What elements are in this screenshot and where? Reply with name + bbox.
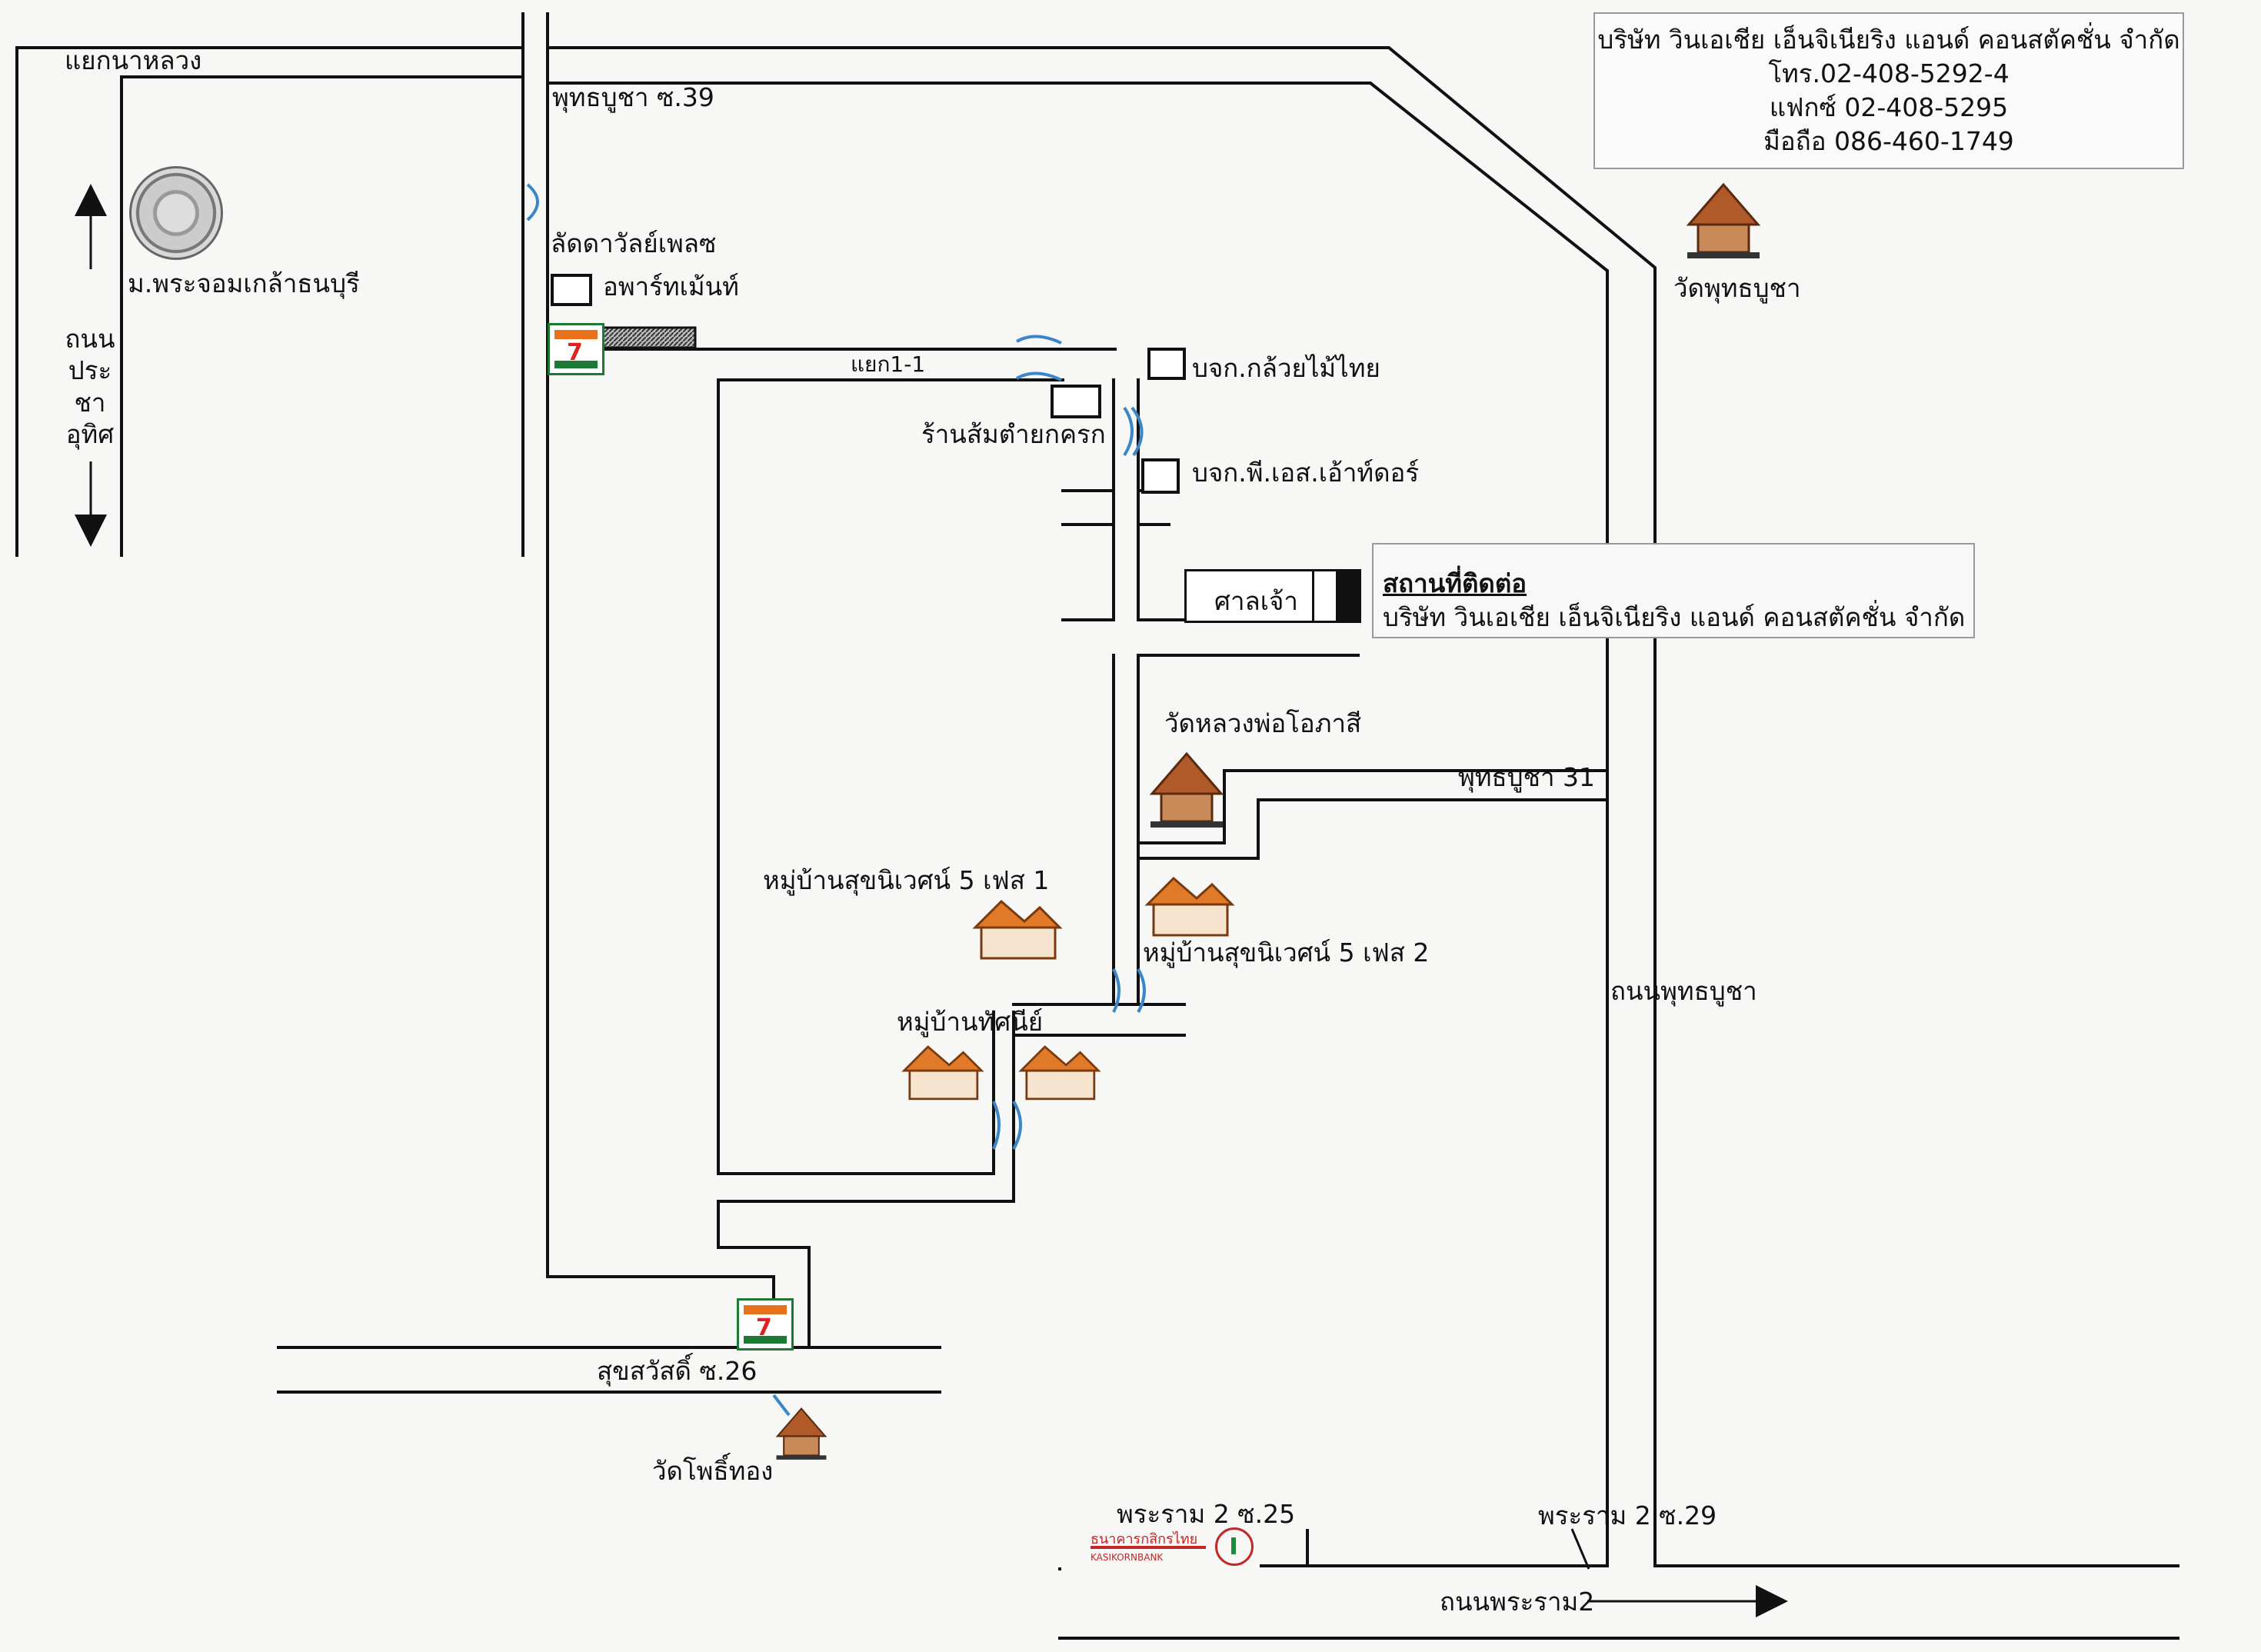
- bridge-icon: [1130, 406, 1144, 457]
- company-name: บริษัท วินเอเชีย เอ็นจิเนียริง แอนด์ คอน…: [1597, 25, 2180, 55]
- ps-outdoor-building: [1141, 458, 1180, 494]
- label-yaek11: แยก1-1: [851, 351, 926, 377]
- kluaymai-building: [1147, 348, 1186, 380]
- house-icon: [1144, 876, 1235, 937]
- pointer-line: [1570, 1528, 1590, 1570]
- label-rama2-road: ถนนพระราม2: [1440, 1587, 1595, 1617]
- bridge-icon: [992, 1101, 1001, 1150]
- road-luangpor-soi-2: [1137, 798, 1609, 860]
- shrine-label: ศาลเจ้า: [1214, 586, 1298, 616]
- shrine-target-marker: [1336, 571, 1359, 621]
- label-apartment-1: ลัดดาวัลย์เพลซ: [551, 228, 717, 258]
- somtam-building: [1051, 385, 1101, 418]
- company-phone: โทร.02-408-5292-4: [1768, 58, 2010, 88]
- bridge-icon: [1112, 968, 1121, 1013]
- label-apartment-2: อพาร์ทเม้นท์: [603, 271, 739, 301]
- bridge-icon: [1015, 371, 1062, 381]
- university-seal: [129, 166, 223, 260]
- shrine-building: ศาลเจ้า: [1184, 569, 1361, 623]
- label-putthabucha-road: ถนนพุทธบูชา: [1610, 976, 1757, 1006]
- bridge-icon: [1012, 1100, 1022, 1150]
- road-rama2-top-mid: [1306, 1529, 1609, 1567]
- pointer-line: [772, 1394, 791, 1417]
- house-icon: [1018, 1045, 1101, 1101]
- hatched-building: [601, 326, 697, 349]
- apartment-building: [551, 274, 592, 306]
- contact-location-box: สถานที่ติดต่อ บริษัท วินเอเชีย เอ็นจิเนี…: [1372, 543, 1975, 638]
- label-ps-outdoor: บจก.พี.เอส.เอ้าท์ดอร์: [1192, 458, 1420, 488]
- label-wat-putthabucha: วัดพุทธบูชา: [1673, 273, 1801, 303]
- shrine-gate: [1312, 571, 1336, 621]
- label-prachauthit: ถนนประชาอุทิศ: [65, 324, 115, 449]
- house-icon: [901, 1045, 984, 1101]
- bridge-icon: [1015, 335, 1062, 345]
- label-village-phase2: หมู่บ้านสุขนิเวศน์ 5 เฟส 2: [1143, 938, 1430, 968]
- label-putthabucha39: พุทธบูชา ซ.39: [552, 82, 714, 112]
- road-soi-main-left: [546, 554, 941, 1349]
- house-icon: [972, 899, 1063, 960]
- company-mobile: มือถือ 086-460-1749: [1763, 126, 2014, 156]
- label-village-phase1: หมู่บ้านสุขนิเวศน์ 5 เฟส 1: [763, 865, 1050, 895]
- seven-eleven-icon: 7: [737, 1298, 794, 1351]
- temple-icon: [1149, 751, 1224, 828]
- bridge-icon: [1137, 968, 1146, 1013]
- road-inner-right: [717, 1011, 1015, 1203]
- label-somtam: ร้านส้มตำยกครก: [921, 419, 1106, 449]
- contact-heading: สถานที่ติดต่อ: [1383, 568, 1527, 598]
- label-rama2-29: พระราม 2 ซ.29: [1538, 1500, 1717, 1530]
- kbank-logo: ธนาคารกสิกรไทย KASIKORNBANK: [1091, 1527, 1260, 1566]
- label-putthabucha31: พุทธบูชา 31: [1458, 762, 1596, 792]
- label-suksawat26: สุขสวัสดิ์ ซ.26: [597, 1356, 758, 1386]
- company-fax: แฟกซ์ 02-408-5295: [1769, 92, 2009, 122]
- road-inner-left: [717, 378, 995, 1175]
- seven-eleven-icon: 7: [548, 323, 604, 375]
- label-university: ม.พระจอมเกล้าธนบุรี: [128, 268, 360, 298]
- bridge-icon: [526, 183, 539, 221]
- label-wat-phothong: วัดโพธิ์ทอง: [652, 1456, 774, 1486]
- label-rama2-25: พระราม 2 ซ.25: [1117, 1499, 1296, 1529]
- road-putthabucha-top: [546, 46, 1657, 1567]
- road-soi-main-right: [717, 1200, 811, 1349]
- label-wat-luangpor: วัดหลวงพ่อโอภาสี: [1164, 708, 1362, 738]
- road-luangpor-soi: [1137, 769, 1609, 844]
- road-putthabucha-inner: [546, 82, 1609, 1567]
- bridge-icon: [1123, 406, 1134, 457]
- contact-company-name: บริษัท วินเอเชีย เอ็นจิเนียริง แอนด์ คอน…: [1383, 602, 1966, 632]
- temple-icon: [1686, 182, 1761, 258]
- label-naluang: แยกนาหลวง: [65, 45, 202, 75]
- temple-icon: [775, 1407, 827, 1460]
- label-kluaymai: บจก.กล้วยไม้ไทย: [1192, 353, 1380, 383]
- company-info-box: บริษัท วินเอเชีย เอ็นจิเนียริง แอนด์ คอน…: [1593, 12, 2184, 169]
- label-village-tatsaniya: หมู่บ้านทัศนีย์: [897, 1007, 1044, 1037]
